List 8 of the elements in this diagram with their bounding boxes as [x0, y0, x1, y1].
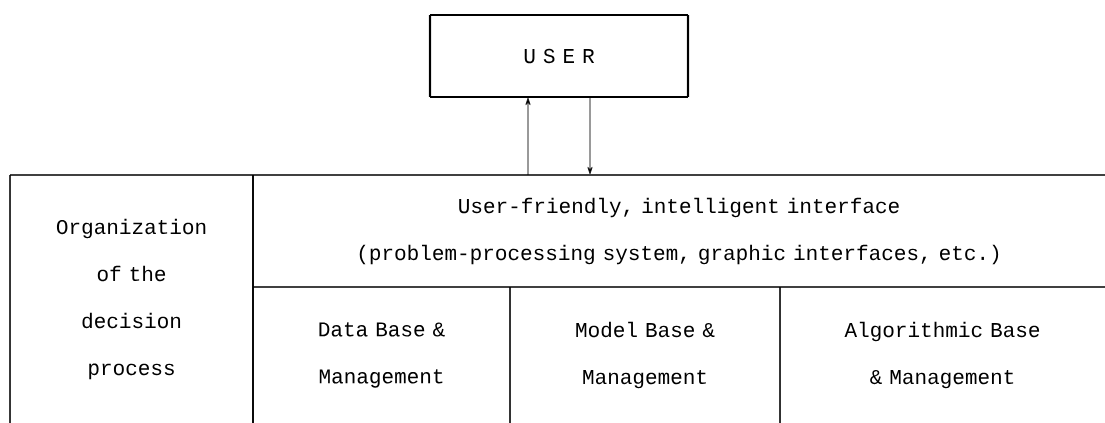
arrow — [587, 96, 593, 175]
column-cell: Organization of the decision process — [9, 174, 254, 423]
user-box: U S E R — [428, 13, 690, 99]
arrow — [525, 97, 531, 176]
module-cell: Data Base & Management — [252, 286, 511, 423]
module-cell: Model Base & Management — [509, 286, 781, 423]
interface-cell: User-friendly, intelligent interface (problem-processing system, graphic interfaces, etc.) — [252, 174, 1105, 288]
module-cell: Algorithmic Base & Management — [779, 286, 1105, 423]
